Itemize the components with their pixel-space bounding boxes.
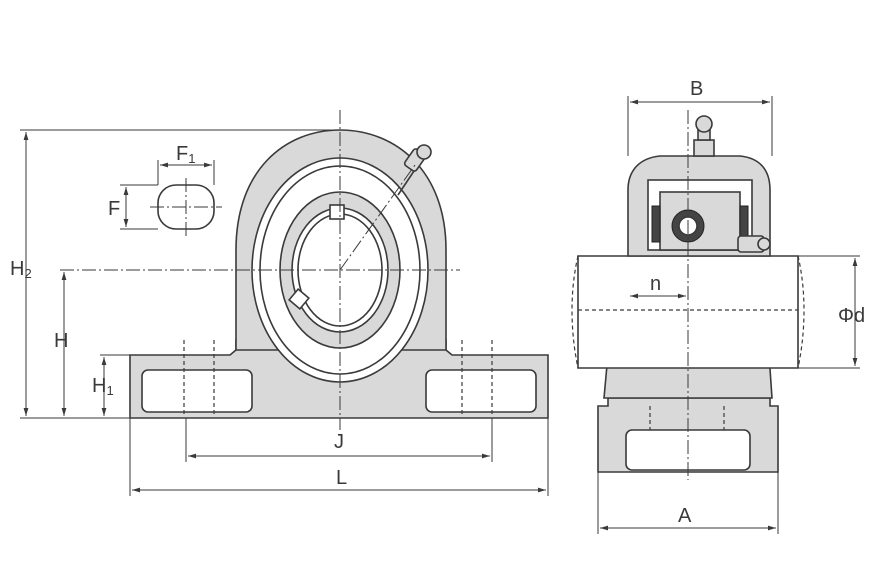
- bolt-hole-right: [461, 340, 493, 414]
- side-bolt-holes: [649, 406, 725, 430]
- foot-recess-left: [141, 369, 253, 413]
- set-screw-top: [329, 204, 345, 220]
- bolt-hole-left: [183, 340, 215, 414]
- label-h2: H2: [10, 258, 32, 281]
- seal-left: [651, 205, 661, 243]
- label-d: Φd: [838, 305, 865, 327]
- grease-fitting-top-icon: [693, 115, 715, 157]
- label-j: J: [334, 431, 344, 453]
- shaft-ends: [571, 255, 805, 369]
- label-n: n: [650, 273, 661, 295]
- front-view: [60, 110, 549, 430]
- set-screw-side: [288, 288, 310, 310]
- label-f1: F1: [176, 143, 195, 166]
- side-view: [571, 110, 805, 480]
- grease-fitting-side-icon: [737, 235, 771, 253]
- front-dimensions: [20, 129, 549, 496]
- foot-recess-right: [425, 369, 537, 413]
- label-h1: H1: [92, 375, 114, 398]
- label-f: F: [108, 198, 120, 220]
- grease-nipple-icon: [397, 144, 432, 196]
- label-h: H: [54, 330, 68, 352]
- dimension-labels: H2 H H1 F F1 J L B n Φd A: [10, 78, 865, 527]
- label-a: A: [678, 505, 692, 527]
- label-l: L: [336, 467, 347, 489]
- side-dimensions: [597, 96, 860, 534]
- label-b: B: [690, 78, 703, 100]
